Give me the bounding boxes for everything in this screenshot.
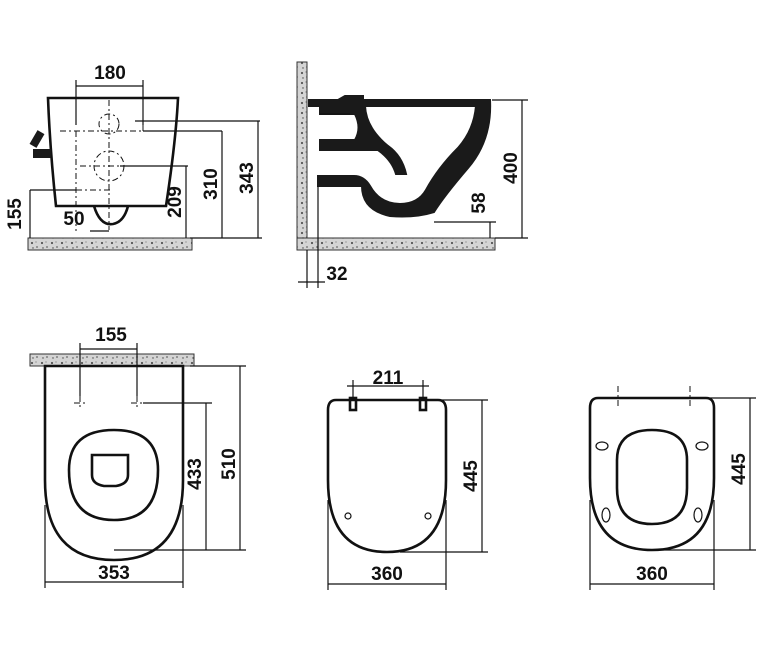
buffer-upper-right bbox=[695, 441, 709, 451]
dim-211: 211 bbox=[373, 368, 404, 389]
bowl-section-body bbox=[308, 95, 492, 218]
outlet-spigot bbox=[92, 205, 130, 226]
dim-510: 510 bbox=[219, 448, 240, 480]
bowl-front-outline bbox=[46, 96, 180, 208]
buffer-right bbox=[424, 512, 432, 520]
dim-343: 343 bbox=[237, 162, 258, 194]
seat-ring-outline bbox=[588, 396, 716, 552]
seat-cover-view: 211 445 360 bbox=[326, 368, 488, 590]
dim-58: 58 bbox=[469, 192, 490, 213]
seat-ring-opening bbox=[615, 428, 689, 526]
buffer-left bbox=[344, 512, 352, 520]
dim-155-floor: 155 bbox=[5, 198, 26, 230]
fixing-bracket-top bbox=[29, 130, 45, 148]
dim-360-cover: 360 bbox=[371, 564, 403, 585]
dim-445-cover: 445 bbox=[461, 460, 482, 492]
dim-180: 180 bbox=[94, 63, 126, 84]
plan-view: 155 510 433 353 bbox=[29, 325, 246, 588]
front-elevation-view: 180 343 310 209 155 50 bbox=[5, 63, 262, 251]
bowl-plan-outline bbox=[43, 364, 185, 562]
dim-50: 50 bbox=[63, 209, 84, 230]
dim-360-ring: 360 bbox=[636, 564, 668, 585]
dim-445-ring: 445 bbox=[729, 453, 750, 485]
buffer-upper-left bbox=[595, 441, 609, 451]
wall-slab-plan bbox=[29, 353, 195, 367]
fixing-bracket-bottom bbox=[33, 149, 51, 158]
buffer-lower-right bbox=[693, 507, 703, 523]
drain-opening bbox=[90, 453, 130, 488]
buffer-lower-left bbox=[601, 507, 611, 523]
floor-slab bbox=[27, 237, 193, 251]
dim-400: 400 bbox=[501, 152, 522, 184]
seat-ring-view: 445 360 bbox=[588, 386, 756, 590]
dim-310: 310 bbox=[201, 168, 222, 200]
dim-155-holes: 155 bbox=[95, 325, 127, 346]
bowl-plan-inner bbox=[67, 428, 160, 522]
seat-cover-outline bbox=[326, 398, 448, 554]
wall-slab bbox=[296, 61, 308, 249]
dim-433: 433 bbox=[185, 458, 206, 490]
dim-209: 209 bbox=[165, 186, 186, 218]
dim-32: 32 bbox=[326, 264, 347, 285]
dim-353: 353 bbox=[98, 563, 130, 584]
side-section-view: 400 58 32 bbox=[296, 61, 528, 288]
floor-slab-side bbox=[296, 237, 496, 251]
